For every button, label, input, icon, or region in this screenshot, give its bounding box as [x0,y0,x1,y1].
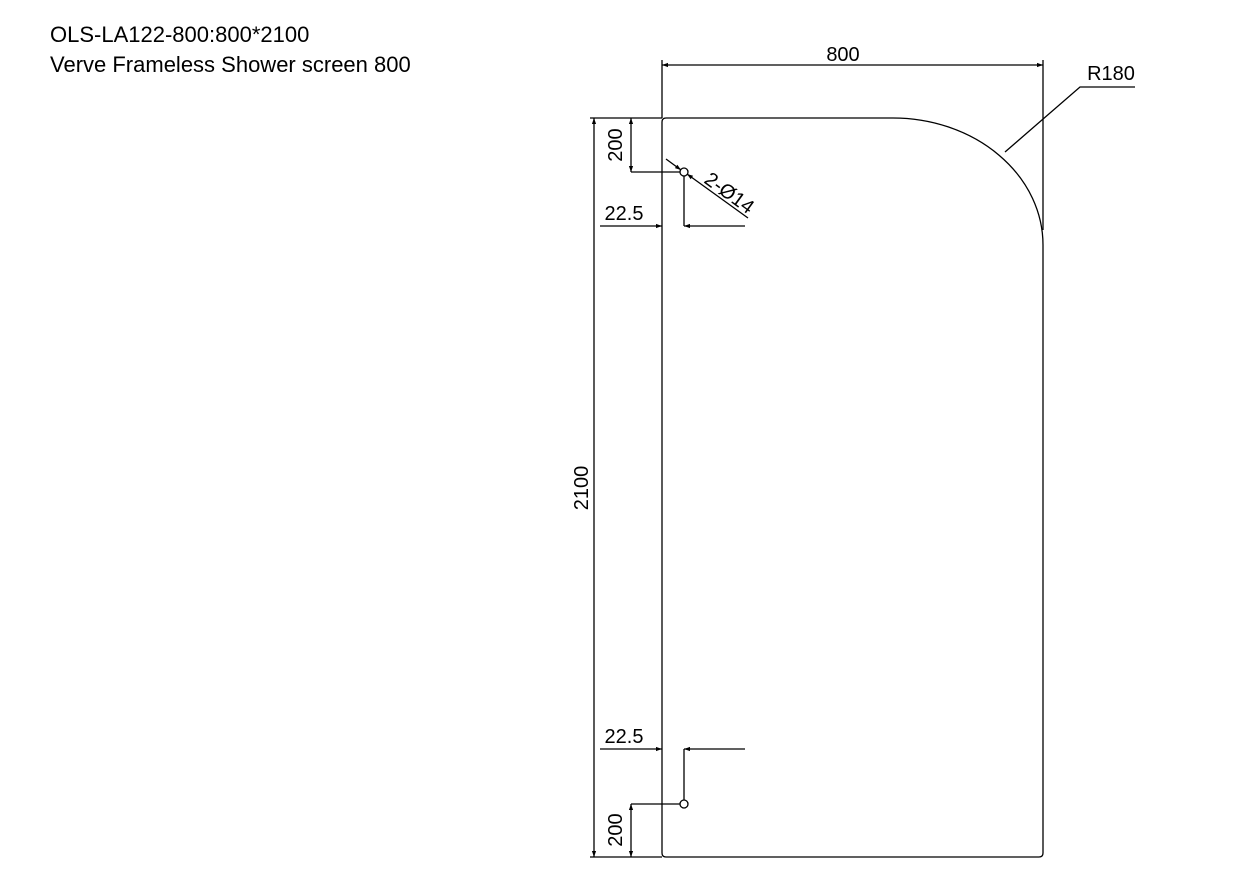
top-hole-vertical-label: 200 [605,128,627,161]
product-description: Verve Frameless Shower screen 800 [50,52,411,77]
top-hole [679,167,689,177]
top-hole-group: 200 2-Ø14 22.5 [600,118,758,229]
radius-label: R180 [1087,63,1135,85]
height-label: 2100 [571,466,593,511]
height-dimension: 2100 [571,117,662,858]
bottom-hole [679,799,689,809]
model-code: OLS-LA122-800:800*2100 [50,22,310,47]
glass-panel-outline [661,117,1044,858]
radius-dimension: R180 [1004,63,1135,153]
bottom-hole-group: 22.5 200 [600,726,745,857]
bottom-hole-vertical-label: 200 [605,813,627,846]
width-dimension: 800 [661,44,1044,230]
top-hole-horizontal-label: 22.5 [605,203,644,225]
bottom-hole-horizontal-label: 22.5 [605,726,644,748]
width-label: 800 [826,44,859,66]
hole-diameter-label: 2-Ø14 [700,168,758,218]
